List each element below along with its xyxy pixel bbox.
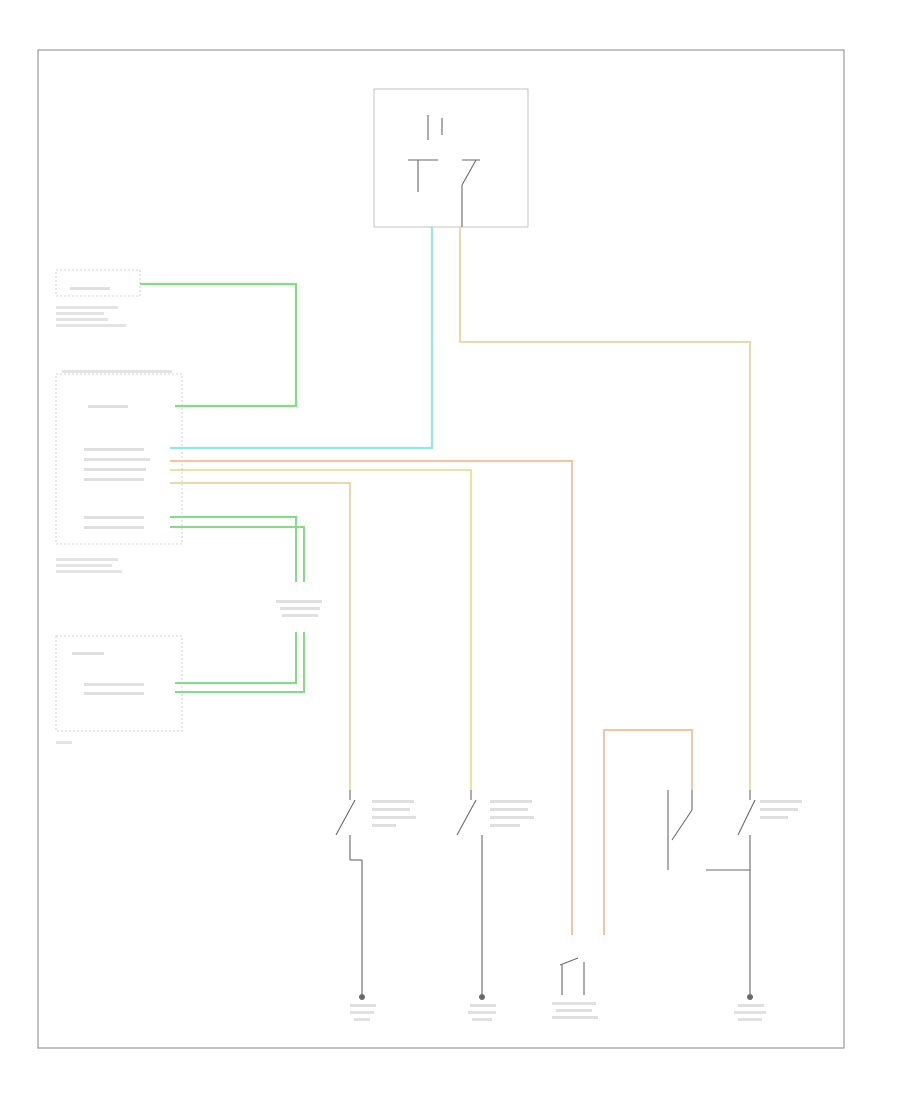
wire-orange-relay: [603, 729, 693, 935]
wire-cyan: [170, 227, 434, 450]
wire-green-mid-b: [170, 526, 305, 582]
switch-symbol: [456, 799, 477, 836]
wire-green-low-a: [175, 632, 297, 684]
fuse-switch-symbol: [461, 159, 477, 186]
switch-right: [667, 790, 802, 995]
wire-tan-left: [170, 482, 351, 790]
module-top-left: [55, 269, 141, 327]
switch-symbol: [335, 799, 356, 836]
ground-symbol: [734, 994, 766, 1021]
switch-symbol: [671, 809, 693, 841]
wire-green-top: [140, 282, 298, 408]
ground-symbol: [468, 994, 496, 1021]
switch-middle: [456, 790, 534, 995]
wire-green-low-b: [175, 632, 305, 693]
wire-yellow: [170, 469, 472, 790]
switch-symbol: [737, 799, 756, 836]
fuse-block: [373, 88, 529, 228]
module-bottom-left: [55, 635, 183, 744]
wire-orange: [170, 460, 573, 935]
wire-green-mid-a: [170, 516, 297, 582]
relay-switch: [552, 957, 598, 1019]
ground-symbol: [350, 994, 376, 1021]
diagram-frame: [37, 49, 845, 1049]
data-link-connector: [276, 600, 322, 617]
wire-tan-right: [459, 227, 751, 790]
module-body-control: [55, 370, 183, 573]
switch-left: [335, 790, 416, 995]
